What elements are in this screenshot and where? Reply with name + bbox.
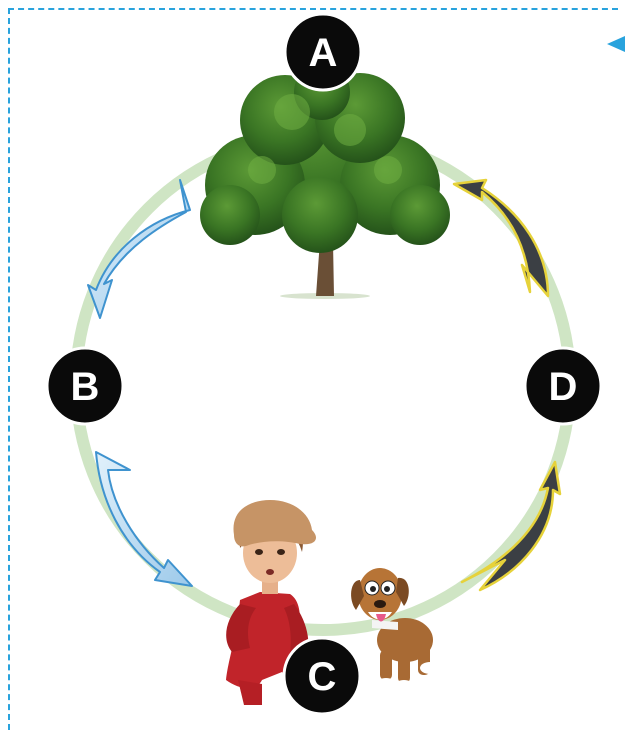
arrow-a-to-b: [87, 179, 191, 319]
tree-illustration: [200, 64, 450, 299]
dog-illustration: [351, 568, 440, 692]
node-b: B: [45, 346, 125, 426]
node-a-label: A: [309, 31, 338, 75]
arrow-d-to-a: [452, 178, 550, 298]
node-c-label: C: [308, 655, 337, 699]
node-b-label: B: [71, 365, 100, 409]
node-d-label: D: [549, 365, 578, 409]
node-a: A: [283, 12, 363, 92]
node-c: C: [282, 636, 362, 716]
frame-pointer-icon: [607, 36, 625, 52]
arrow-c-to-d: [460, 460, 562, 592]
arrow-b-to-c: [95, 451, 193, 587]
node-d: D: [523, 346, 603, 426]
frame-left-border: [8, 8, 10, 730]
frame-top-border: [8, 8, 618, 10]
